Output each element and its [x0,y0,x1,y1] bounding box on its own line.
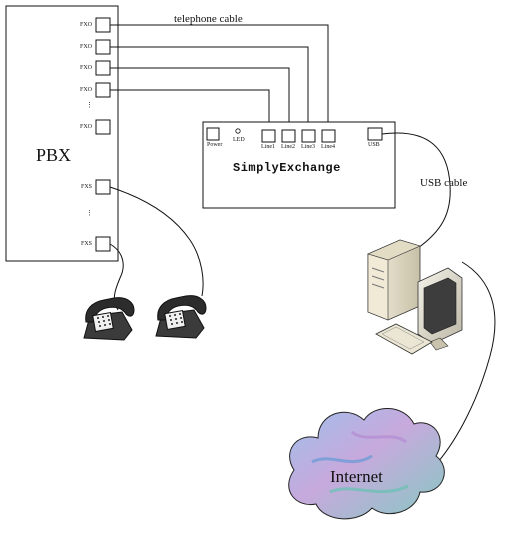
pbx-fxo-port-4 [95,82,111,98]
internet-cloud-icon [288,407,445,520]
line-label-4: Line4 [321,144,335,150]
pbx-fxo-port-2 [95,39,111,55]
line-label-3: Line3 [301,144,315,150]
pbx-fxo-label-2: FXO [80,44,93,50]
internet-label: Internet [330,467,383,486]
pbx-fxo-label-4: FXO [80,87,93,93]
telephone-cable-label: telephone cable [174,13,243,25]
exchange-box [202,121,396,209]
pbx-fxs-label-2: FXS [81,241,93,247]
pbx-fxs-port-2 [95,236,111,252]
line-port-4 [321,129,336,143]
telephone-cable-2 [110,46,309,130]
pbx-fxo-label-1: FXO [80,22,93,28]
line-label-2: Line2 [281,144,295,150]
pbx-ellipsis-fxs: ⋮ [86,209,93,217]
pbx-fxo-port-1 [95,17,111,33]
pbx-fxo-port-3 [95,60,111,76]
telephone-1-icon [83,297,135,341]
telephone-cable-1 [110,24,329,130]
pbx-ellipsis-fxo: ⋮ [86,101,93,109]
usb-port [367,127,383,141]
internet-cable [437,261,496,463]
line-label-1: Line1 [261,144,275,150]
pbx-fxo-port-5 [95,119,111,135]
telephone-2-icon [155,295,207,339]
exchange-title: SimplyExchange [233,161,341,175]
line-port-3 [301,129,316,143]
pbx-fxo-label-5: FXO [80,124,93,130]
pbx-fxs-label-1: FXS [81,184,93,190]
telephone-cable-4 [110,89,270,130]
usb-cable [381,132,451,249]
pbx-fxo-label-3: FXO [80,65,93,71]
line-port-1 [261,129,276,143]
usb-cable-label: USB cable [420,177,468,189]
phone-cord-2 [109,186,204,297]
power-label: Power [207,142,223,148]
led-indicator [235,128,241,134]
usb-port-label: USB [368,142,380,148]
line-port-2 [281,129,296,143]
pbx-title: PBX [36,145,72,165]
computer-icon [367,239,463,355]
power-port [206,127,220,141]
telephone-cable-3 [110,67,290,130]
led-label: LED [233,137,245,143]
pbx-fxs-port-1 [95,179,111,195]
